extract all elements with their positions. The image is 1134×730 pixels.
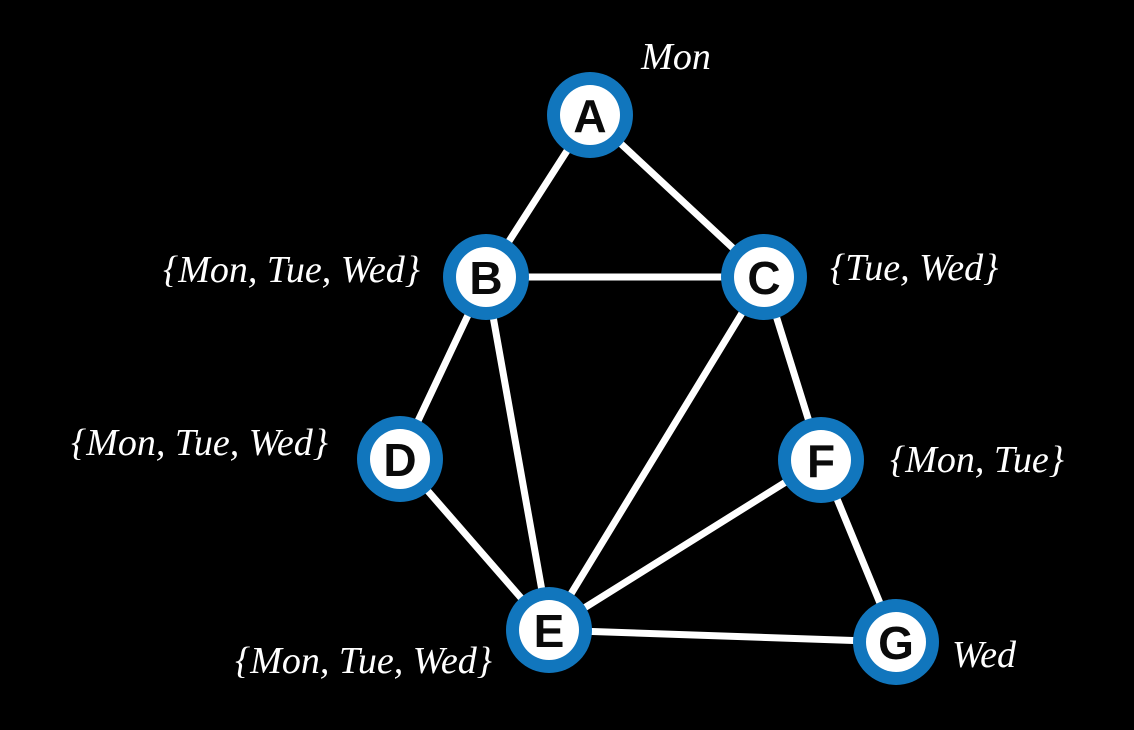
node-F-domain-label: {Mon, Tue}	[890, 439, 1064, 481]
node-D-domain-label: {Mon, Tue, Wed}	[71, 422, 328, 464]
node-G-domain-label: Wed	[952, 634, 1017, 676]
edge-E-G	[545, 626, 900, 646]
edges-layer	[396, 111, 900, 646]
node-E-fill	[519, 600, 579, 660]
node-G-fill	[866, 612, 926, 672]
node-G: G	[853, 599, 939, 685]
edge-C-E	[545, 273, 768, 634]
node-C-letter: C	[747, 252, 780, 304]
node-B: B	[443, 234, 529, 320]
node-C: C	[721, 234, 807, 320]
node-E-domain-label: {Mon, Tue, Wed}	[235, 640, 492, 682]
edge-E-F	[545, 456, 825, 634]
node-A-letter: A	[573, 90, 606, 142]
node-A-domain-label: Mon	[640, 36, 711, 78]
labels-layer: Mon {Mon, Tue, Wed} {Tue, Wed} {Mon, Tue, W…	[71, 36, 1064, 682]
node-G-letter: G	[878, 617, 914, 669]
node-D-letter: D	[383, 434, 416, 486]
node-C-fill	[734, 247, 794, 307]
node-A: A	[547, 72, 633, 158]
node-D: D	[357, 416, 443, 502]
edge-B-E	[482, 273, 553, 634]
node-F-letter: F	[807, 435, 835, 487]
node-E-letter: E	[534, 605, 565, 657]
node-F-fill	[791, 430, 851, 490]
node-E: E	[506, 587, 592, 673]
nodes-layer: A B C D E F G	[357, 72, 939, 685]
node-B-letter: B	[469, 252, 502, 304]
node-F: F	[778, 417, 864, 503]
node-B-domain-label: {Mon, Tue, Wed}	[163, 249, 420, 291]
node-B-fill	[456, 247, 516, 307]
node-D-fill	[370, 429, 430, 489]
node-C-domain-label: {Tue, Wed}	[830, 247, 998, 289]
node-A-fill	[560, 85, 620, 145]
